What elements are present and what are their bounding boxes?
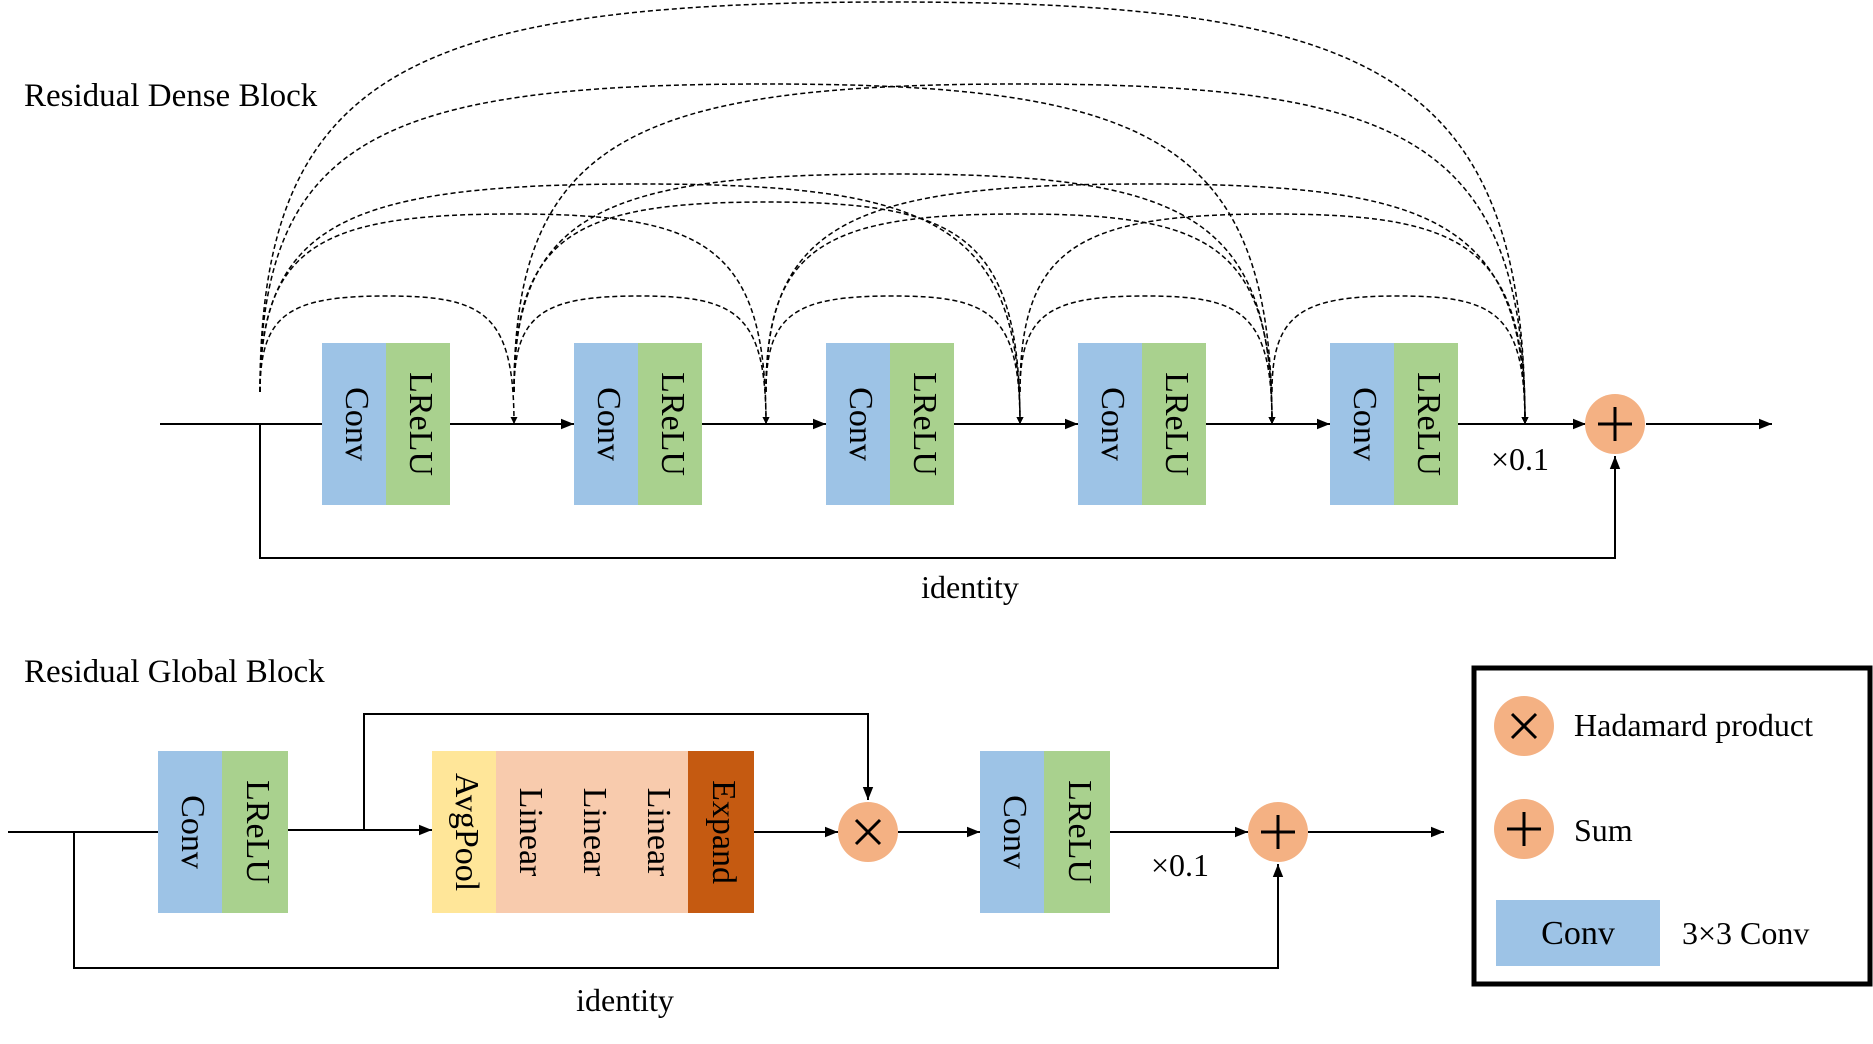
- dense-skip-arc: [765, 295, 1024, 425]
- global-lrelu-box: [222, 751, 288, 913]
- dense-lrelu-label: LReLU: [906, 372, 943, 476]
- dense-skip-arc: [1019, 213, 1529, 425]
- dense-lrelu-label: LReLU: [1410, 372, 1447, 476]
- dense-conv-lrelu-2: Conv LReLU: [574, 343, 702, 505]
- avgpool-box: [432, 751, 496, 913]
- dense-conv-box: [322, 343, 386, 505]
- dense-lrelu-label: LReLU: [654, 372, 691, 476]
- dense-lrelu-box: [1394, 343, 1458, 505]
- dense-conv-label: Conv: [590, 387, 627, 461]
- global-conv-lrelu-2: Conv LReLU: [980, 751, 1110, 913]
- dense-lrelu-box: [638, 343, 702, 505]
- dense-skip-arc: [513, 295, 770, 425]
- legend-conv-box: [1496, 900, 1660, 966]
- global-conv-label: Conv: [996, 795, 1033, 869]
- legend-hadamard-label: Hadamard product: [1574, 707, 1813, 743]
- avgpool-label: AvgPool: [448, 773, 485, 891]
- dense-sum-operator: [1585, 394, 1645, 454]
- legend-frame: [1471, 665, 1873, 987]
- dense-block-title: Residual Dense Block: [24, 78, 318, 114]
- global-skip-to-hadamard: [363, 713, 874, 830]
- dense-lrelu-box: [1142, 343, 1206, 505]
- dense-conv-lrelu-4: Conv LReLU: [1078, 343, 1206, 505]
- global-block-title: Residual Global Block: [24, 654, 325, 690]
- legend: Hadamard product Sum Conv 3×3 Conv: [1471, 665, 1873, 987]
- dense-conv-label: Conv: [338, 387, 375, 461]
- dense-conv-box: [826, 343, 890, 505]
- dense-skip-arc: [259, 83, 1276, 425]
- dense-lrelu-label: LReLU: [1158, 372, 1195, 476]
- dense-conv-label: Conv: [1346, 387, 1383, 461]
- legend-conv-box-label: Conv: [1541, 915, 1615, 952]
- global-scale-label: ×0.1: [1151, 847, 1209, 883]
- dense-scale-label: ×0.1: [1491, 441, 1549, 477]
- legend-conv-desc: 3×3 Conv: [1682, 915, 1809, 951]
- dense-skip-arc: [513, 83, 1529, 425]
- linear-label-1: Linear: [512, 788, 549, 877]
- dense-skip-arc: [513, 173, 1276, 425]
- dense-conv-box: [1330, 343, 1394, 505]
- times-icon: [854, 818, 882, 846]
- dense-conv-label: Conv: [1094, 387, 1131, 461]
- global-lrelu-label: LReLU: [239, 780, 276, 884]
- linear-label-3: Linear: [640, 788, 677, 877]
- dense-skip-arc: [259, 295, 518, 425]
- dense-lrelu-box: [386, 343, 450, 505]
- dense-conv-label: Conv: [842, 387, 879, 461]
- global-lrelu-label: LReLU: [1061, 780, 1098, 884]
- dense-skip-arc: [1019, 295, 1276, 425]
- global-conv-box: [980, 751, 1044, 913]
- linear-label-2: Linear: [576, 788, 613, 877]
- global-attention-branch: AvgPool Linear Linear Linear Expand: [432, 751, 754, 913]
- dense-skip-arc: [1271, 295, 1529, 425]
- global-conv-lrelu-1: Conv LReLU: [158, 751, 288, 913]
- linear-box: [496, 751, 688, 913]
- global-identity-path: [73, 832, 1284, 969]
- dense-lrelu-box: [890, 343, 954, 505]
- legend-sum-label: Sum: [1574, 812, 1633, 848]
- dense-identity-label: identity: [921, 569, 1019, 605]
- dense-conv-box: [574, 343, 638, 505]
- dense-conv-lrelu-1: Conv LReLU: [322, 343, 450, 505]
- global-sum-operator: [1248, 802, 1308, 862]
- global-conv-label: Conv: [174, 795, 211, 869]
- dense-lrelu-label: LReLU: [402, 372, 439, 476]
- global-hadamard-operator: [838, 802, 898, 862]
- times-icon: [1510, 712, 1538, 740]
- global-identity-label: identity: [576, 982, 674, 1018]
- global-conv-box: [158, 751, 222, 913]
- dense-conv-lrelu-3: Conv LReLU: [826, 343, 954, 505]
- dense-conv-lrelu-5: Conv LReLU: [1330, 343, 1458, 505]
- dense-skip-arc: [259, 213, 770, 425]
- expand-label: Expand: [705, 780, 742, 884]
- global-lrelu-box: [1044, 751, 1110, 913]
- dense-conv-box: [1078, 343, 1142, 505]
- dense-connection-arcs: [259, 1, 1529, 425]
- dense-skip-arc: [765, 213, 1276, 425]
- dense-skip-arc: [259, 1, 1529, 425]
- expand-box: [688, 751, 754, 913]
- dense-identity-path: [259, 424, 1621, 559]
